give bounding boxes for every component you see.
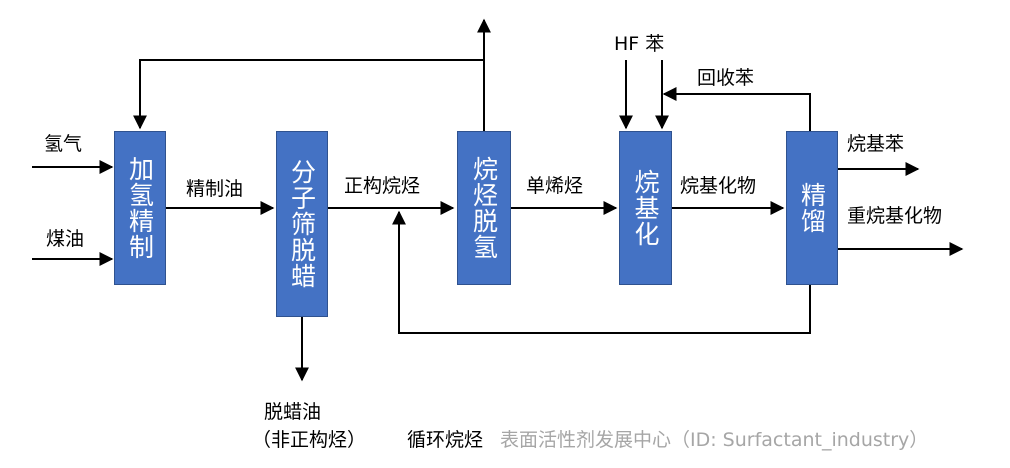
hydrotreating-label: 加氢精制 [125, 156, 155, 260]
heavy-alkylate-label: 重烷基化物 [847, 205, 943, 227]
alkylation-label: 烷基化 [631, 169, 660, 247]
molecular-sieve-label: 分子筛脱蜡 [287, 159, 317, 289]
dehydrogenation-label: 烷烃脱氢 [469, 156, 499, 260]
hydrogen-label: 氢气 [44, 133, 83, 155]
source-watermark: 表面活性剂发展中心（ID: Surfactant_industry） [500, 429, 929, 451]
alkylate-label: 烷基化物 [680, 175, 757, 197]
recycle-benzene-label: 回收苯 [697, 67, 755, 89]
non-normal-hydrocarbon-label: （非正构烃） [252, 429, 367, 451]
refined-oil-label: 精制油 [186, 178, 244, 200]
alkane-recycle-arrow [392, 210, 811, 334]
alkylation-unit: 烷基化 [619, 131, 672, 285]
dewax-oil-label: 脱蜡油 [264, 401, 322, 423]
n-alkane-label: 正构烷烃 [344, 175, 421, 197]
hf-benzene-label: HF 苯 [614, 33, 665, 55]
benzene-recycle-arrow [662, 87, 811, 131]
hydrotreating-unit: 加氢精制 [114, 131, 166, 285]
molecular-sieve-dewax-unit: 分子筛脱蜡 [276, 131, 328, 317]
rectification-unit: 精馏 [786, 131, 838, 285]
monoolefin-label: 单烯烃 [526, 175, 584, 197]
rectification-label: 精馏 [797, 182, 827, 234]
alkane-dehydrogenation-unit: 烷烃脱氢 [457, 131, 511, 285]
hydrogen-recycle-arrow [133, 59, 484, 130]
kerosene-label: 煤油 [46, 228, 85, 250]
recycle-alkane-label: 循环烷烃 [407, 429, 484, 451]
alkylbenzene-label: 烷基苯 [847, 133, 905, 155]
